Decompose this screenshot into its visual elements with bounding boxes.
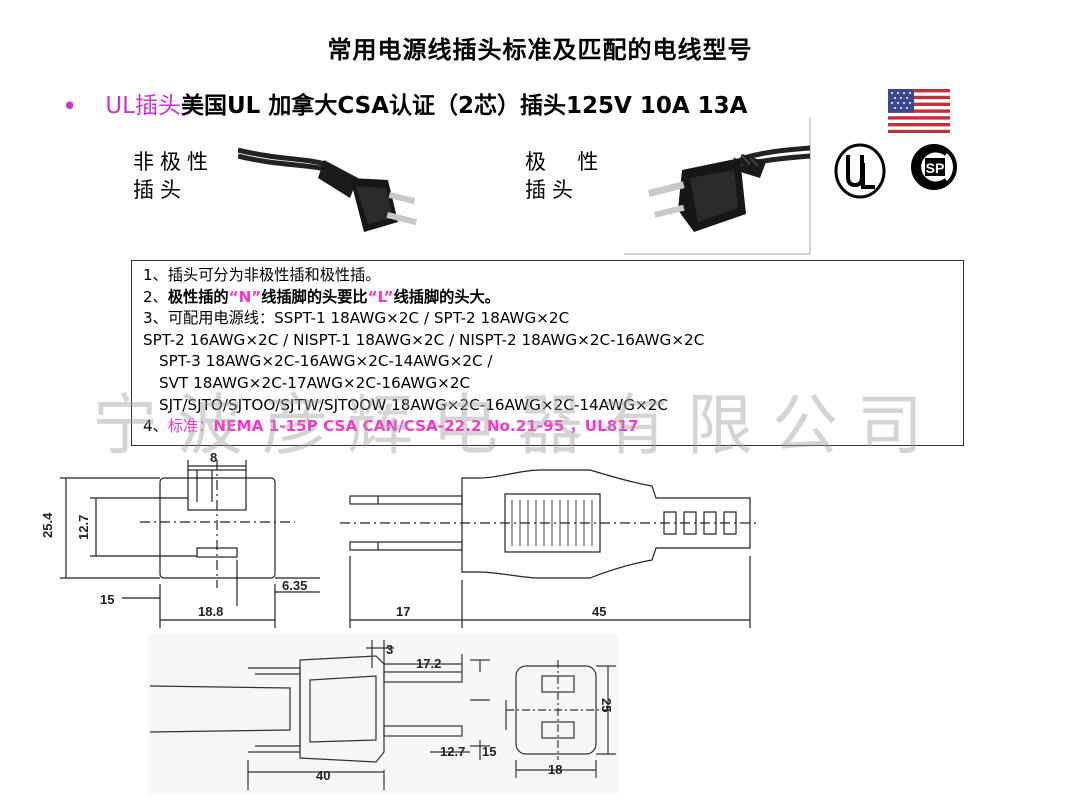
- csa-logo-icon: SP: [911, 144, 957, 190]
- note-line-1: 1、插头可分为非极性插和极性插。: [143, 266, 381, 284]
- cord-outline: [149, 685, 291, 733]
- ul-plug-description: 美国UL 加拿大CSA认证（2芯）插头125V 10A 13A: [181, 93, 748, 119]
- note-line-7: SJT/SJTO/SJTOO/SJTW/SJTOOW 18AWG×2C-16AW…: [159, 395, 669, 414]
- polar-plug-label: 极 性 插头: [525, 148, 604, 204]
- note-line-8: 4、标准：NEMA 1-15P CSA CAN/CSA-22.2 No.21-9…: [143, 416, 963, 438]
- note-line-2: 2、极性插的“N”线插脚的头要比“L”线插脚的头大。: [143, 287, 963, 309]
- non-polar-plug-label: 非极性 插头: [133, 148, 214, 204]
- bullet-dot-icon: •: [62, 92, 78, 122]
- dim-12-7-label: 12.7: [76, 515, 91, 540]
- us-flag-icon: [888, 89, 950, 133]
- note-line-3: 3、可配用电源线：SSPT-1 18AWG×2C / SPT-2 18AWG×2…: [143, 309, 570, 328]
- dim-40-label: 40: [316, 768, 330, 783]
- ul-plug-label: UL插头: [105, 93, 181, 119]
- dim-17-label: 17: [396, 604, 410, 619]
- note-line-2-prefix: 2、: [143, 287, 168, 306]
- polar-label-line2: 插头: [525, 178, 579, 202]
- plug-face-outline: [159, 477, 276, 579]
- dim-17-2-label: 17.2: [416, 656, 441, 671]
- note-line-2-c: 线插脚的头大。: [393, 287, 500, 306]
- dim-18-label: 18: [548, 762, 562, 777]
- dim-15-label: 15: [100, 592, 114, 607]
- note-line-5: SPT-3 18AWG×2C-16AWG×2C-14AWG×2C /: [159, 352, 493, 371]
- note-line-2-b: 线插脚的头要比: [261, 287, 368, 306]
- dim-6-35-label: 6.35: [282, 578, 307, 593]
- note-line-6: SVT 18AWG×2C-17AWG×2C-16AWG×2C: [159, 373, 471, 392]
- polar-plug-photo: [624, 118, 811, 255]
- non-polar-label-line1: 非极性: [133, 150, 214, 174]
- notes-box: 1、插头可分为非极性插和极性插。 2、极性插的“N”线插脚的头要比“L”线插脚的…: [131, 260, 964, 446]
- dim-3-label: 3: [386, 642, 393, 657]
- note-line-4: SPT-2 16AWG×2C / NISPT-1 18AWG×2C / NISP…: [143, 330, 705, 349]
- dim-25-label: 25: [599, 698, 614, 712]
- note-line-2-l: “L”: [367, 287, 394, 306]
- note-line-8-value: NEMA 1-15P CSA CAN/CSA-22.2 No.21-95 ，UL…: [213, 417, 639, 436]
- socket-face-outline: [515, 665, 597, 755]
- note-line-2-n: “N”: [228, 287, 262, 306]
- non-polar-label-line2: 插头: [133, 178, 187, 202]
- dim-8-label: 8: [210, 450, 217, 465]
- non-polar-plug-photo: [238, 147, 418, 232]
- note-line-2-a: 极性插的: [167, 287, 229, 306]
- svg-text:SP: SP: [926, 160, 945, 176]
- dim-45-label: 45: [592, 604, 606, 619]
- plug-side-outline: [461, 469, 751, 579]
- dim-25-4-label: 25.4: [40, 512, 55, 538]
- dim-12-7-bottom-label: 12.7: [440, 744, 465, 759]
- page-title: 常用电源线插头标准及匹配的电线型号: [327, 36, 753, 64]
- dim-15-bottom-label: 15: [482, 744, 496, 759]
- bullet-line: • UL插头美国UL 加拿大CSA认证（2芯）插头125V 10A 13A: [62, 86, 747, 122]
- note-line-8-label: 标准：: [167, 417, 214, 436]
- top-dimension-drawing: 8 25.4 12.7 6.35 15 18.8 17 45: [40, 450, 760, 628]
- note-line-8-prefix: 4、: [143, 417, 168, 436]
- plug-body-outline: [299, 655, 385, 763]
- dim-18-8-label: 18.8: [198, 604, 223, 619]
- bottom-dimension-drawing: 3 17.2 12.7 15 40 25 18: [148, 634, 618, 794]
- ul-logo-icon: [834, 143, 886, 199]
- polar-label-line1: 极 性: [525, 150, 605, 174]
